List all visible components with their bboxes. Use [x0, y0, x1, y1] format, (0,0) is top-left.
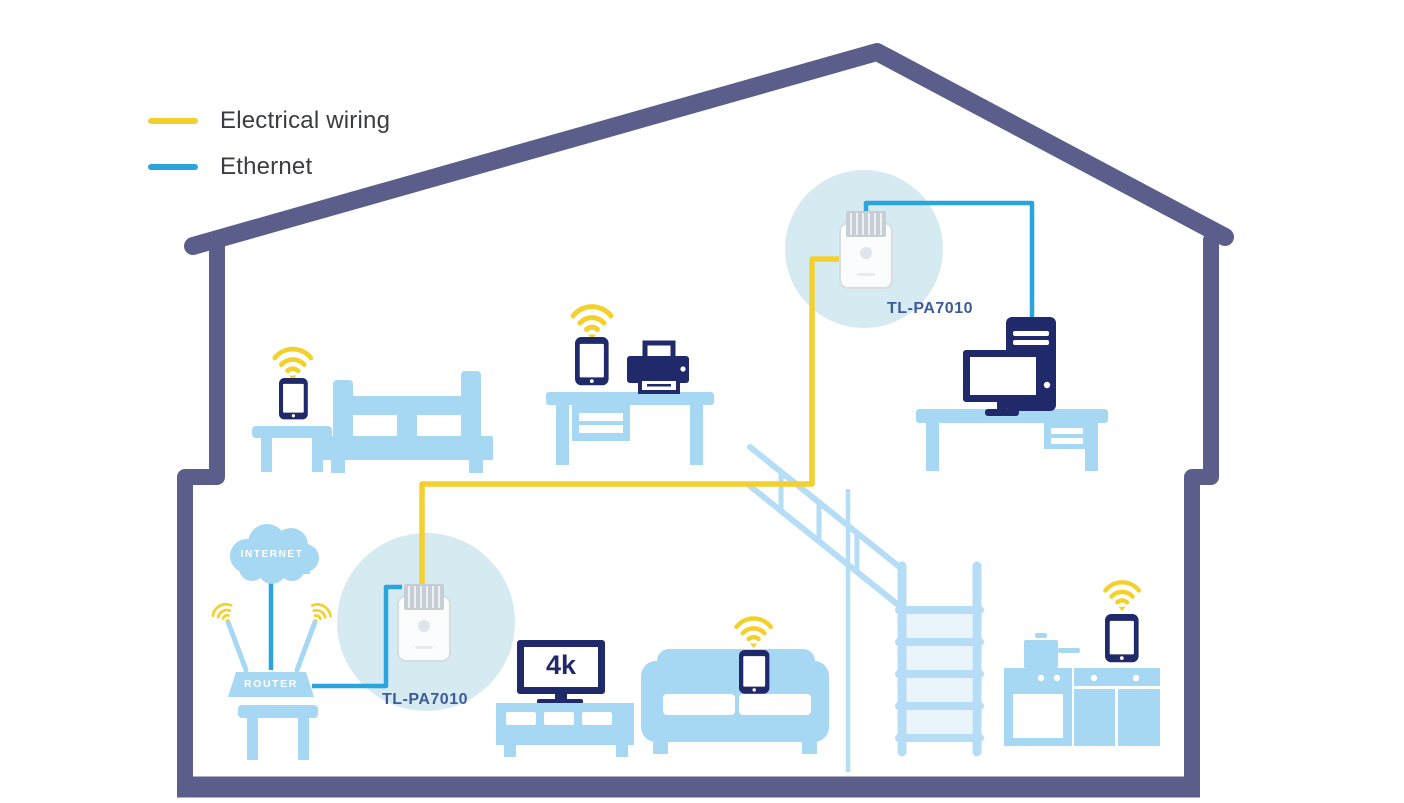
powerline-adapter-lower	[397, 583, 451, 662]
printer-icon	[627, 340, 689, 394]
wifi-icon-couch-tablet	[737, 618, 771, 648]
pot-icon	[1024, 640, 1058, 668]
couch	[641, 649, 829, 754]
legend-label-electrical-wiring: Electrical wiring	[220, 107, 391, 134]
bedroom-side-table	[252, 426, 332, 472]
right-wall	[1184, 232, 1219, 795]
bed	[321, 371, 493, 473]
tablet-icon-bedroom	[279, 378, 308, 420]
computer-desk	[916, 409, 1108, 471]
tablet-icon-desk	[575, 337, 609, 386]
legend: Electrical wiring Ethernet	[148, 105, 390, 197]
wifi-icon-desk-tablet	[573, 307, 611, 340]
legend-item-electrical-wiring: Electrical wiring	[148, 105, 390, 137]
internet-cloud	[230, 524, 319, 584]
ethernet-line-adapter-to-computer	[863, 200, 1035, 322]
wifi-icon-bedroom-tablet	[275, 349, 311, 380]
staircase	[747, 444, 984, 772]
study-desk	[546, 392, 714, 465]
router-icon	[208, 599, 335, 697]
roof	[184, 43, 1234, 255]
electrical-wiring-line	[419, 256, 845, 595]
kitchen-units	[1004, 633, 1160, 746]
wifi-icon-router-left	[208, 599, 239, 629]
tablet-icon-kitchen	[1105, 614, 1139, 663]
legend-label-ethernet: Ethernet	[220, 153, 313, 180]
tablet-icon-couch	[739, 650, 770, 694]
ethernet-swatch	[148, 164, 198, 170]
legend-item-ethernet: Ethernet	[148, 151, 390, 183]
electrical-wiring-swatch	[148, 118, 198, 124]
left-wall	[177, 231, 225, 795]
wifi-icon-kitchen-tablet	[1105, 582, 1138, 611]
house-outline	[177, 43, 1234, 798]
desktop-computer-icon	[963, 317, 1056, 416]
tv-icon	[517, 640, 605, 705]
powerline-adapter-upper	[839, 210, 893, 289]
router-table	[238, 705, 318, 760]
ethernet-line-router-to-adapter	[312, 584, 402, 689]
tv-stand	[496, 703, 634, 757]
wifi-icon-router-right	[304, 599, 335, 629]
